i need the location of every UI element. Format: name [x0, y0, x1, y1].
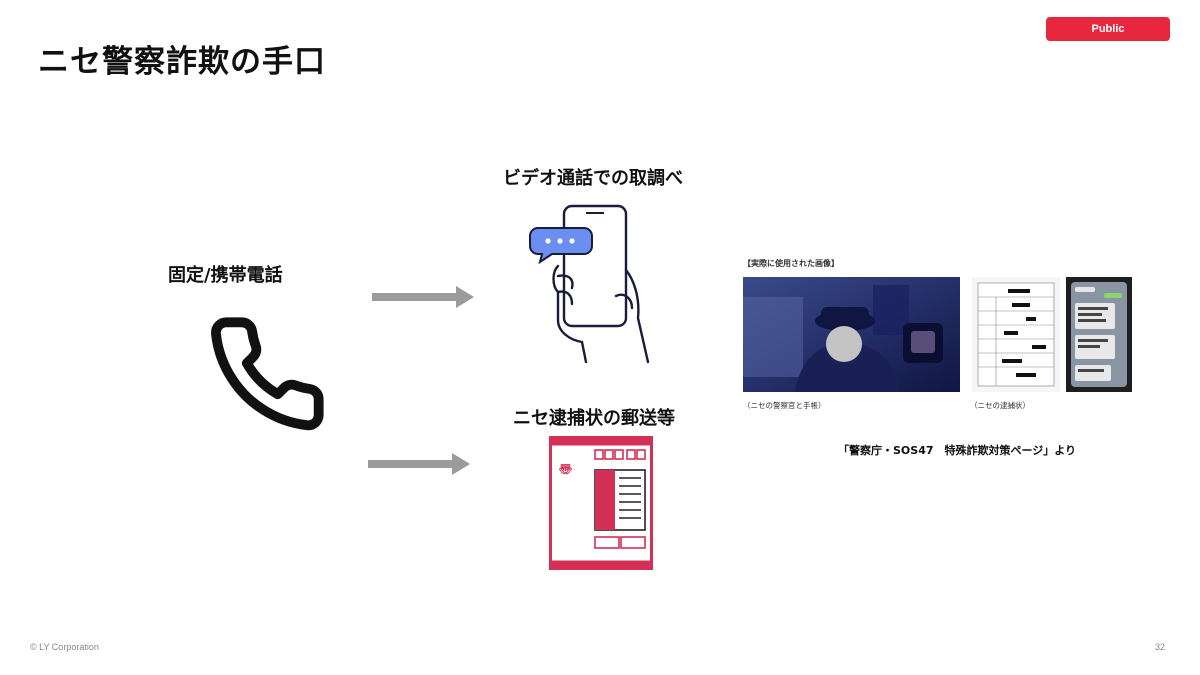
warrant-photo-caption: （ニセの逮捕状）	[970, 401, 1030, 410]
police-photo-caption: （ニセの警察官と手帳）	[743, 401, 826, 410]
envelope-document-icon: 〠	[549, 436, 653, 574]
chat-screenshot-photo	[1066, 277, 1132, 396]
source-note: 「警察庁・SOS47 特殊詐欺対策ページ」より	[838, 444, 1077, 457]
smartphone-chat-icon	[528, 200, 658, 370]
fake-police-photo	[743, 277, 960, 396]
evidence-heading: 【実際に使用された画像】	[743, 259, 839, 268]
phone-label: 固定/携帯電話	[168, 265, 283, 286]
phone-icon	[205, 312, 329, 440]
method-video-call-label: ビデオ通話での取調べ	[503, 168, 683, 189]
fake-warrant-photo	[972, 277, 1060, 396]
method-fake-warrant-label: ニセ逮捕状の郵送等	[513, 408, 675, 429]
arrow-right-icon	[368, 453, 472, 479]
page-title: ニセ警察詐欺の手口	[38, 44, 326, 80]
page-number: 32	[1155, 642, 1166, 652]
svg-text:〠: 〠	[559, 463, 572, 478]
copyright: © LY Corporation	[30, 642, 99, 652]
arrow-right-icon	[372, 286, 476, 312]
public-badge: Public	[1046, 17, 1170, 41]
